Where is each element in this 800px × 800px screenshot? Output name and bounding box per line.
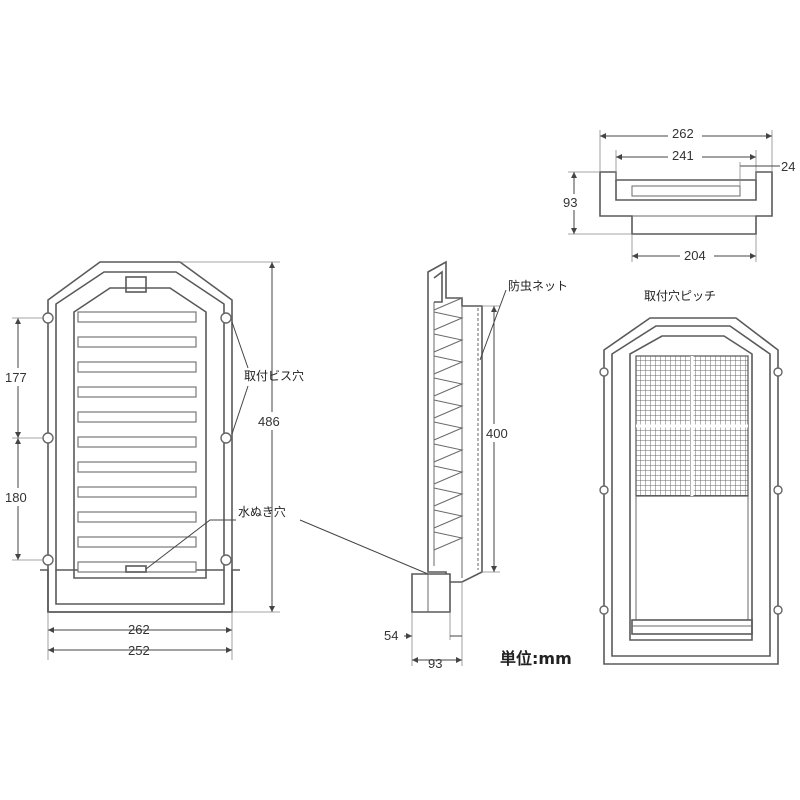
screw-hole-icon [773, 367, 783, 377]
screw-hole-icon [42, 312, 54, 324]
screw-hole-icon [42, 432, 54, 444]
dim-241: 241 [672, 148, 694, 163]
screw-hole-icon [599, 485, 609, 495]
dim-177: 177 [5, 370, 27, 385]
screw-hole-icon [220, 312, 232, 324]
side-louvers [433, 297, 464, 551]
side-view [299, 260, 508, 666]
dim-54: 54 [384, 628, 398, 643]
dim-262-front: 262 [128, 622, 150, 637]
back-screw-holes [599, 367, 783, 615]
label-insect-net: 防虫ネット [508, 278, 568, 293]
label-mounting-screw-holes: 取付ビス穴 [244, 368, 304, 383]
front-view [2, 261, 288, 660]
louver-slats [77, 311, 197, 573]
top-view [560, 126, 780, 264]
screw-hole-icon [220, 432, 232, 444]
dim-93-side: 93 [428, 656, 442, 671]
label-drain-hole: 水ぬき穴 [238, 504, 286, 519]
screw-hole-icon [599, 605, 609, 615]
label-mounting-hole-pitch: 取付穴ピッチ [644, 288, 716, 303]
screw-hole-icon [599, 367, 609, 377]
dim-262-top: 262 [672, 126, 694, 141]
dim-204: 204 [684, 248, 706, 263]
dim-400: 400 [486, 426, 508, 441]
dim-180: 180 [5, 490, 27, 505]
screw-hole-icon [42, 554, 54, 566]
back-view [599, 317, 783, 665]
dim-24: 24 [781, 159, 795, 174]
screw-hole-icon [773, 605, 783, 615]
dim-486: 486 [258, 414, 280, 429]
screw-hole-icon [773, 485, 783, 495]
dim-93-top: 93 [563, 195, 577, 210]
unit-label: 単位:mm [500, 649, 572, 668]
top-tab-slot [125, 276, 147, 293]
screw-hole-icon [220, 554, 232, 566]
dim-252: 252 [128, 643, 150, 658]
